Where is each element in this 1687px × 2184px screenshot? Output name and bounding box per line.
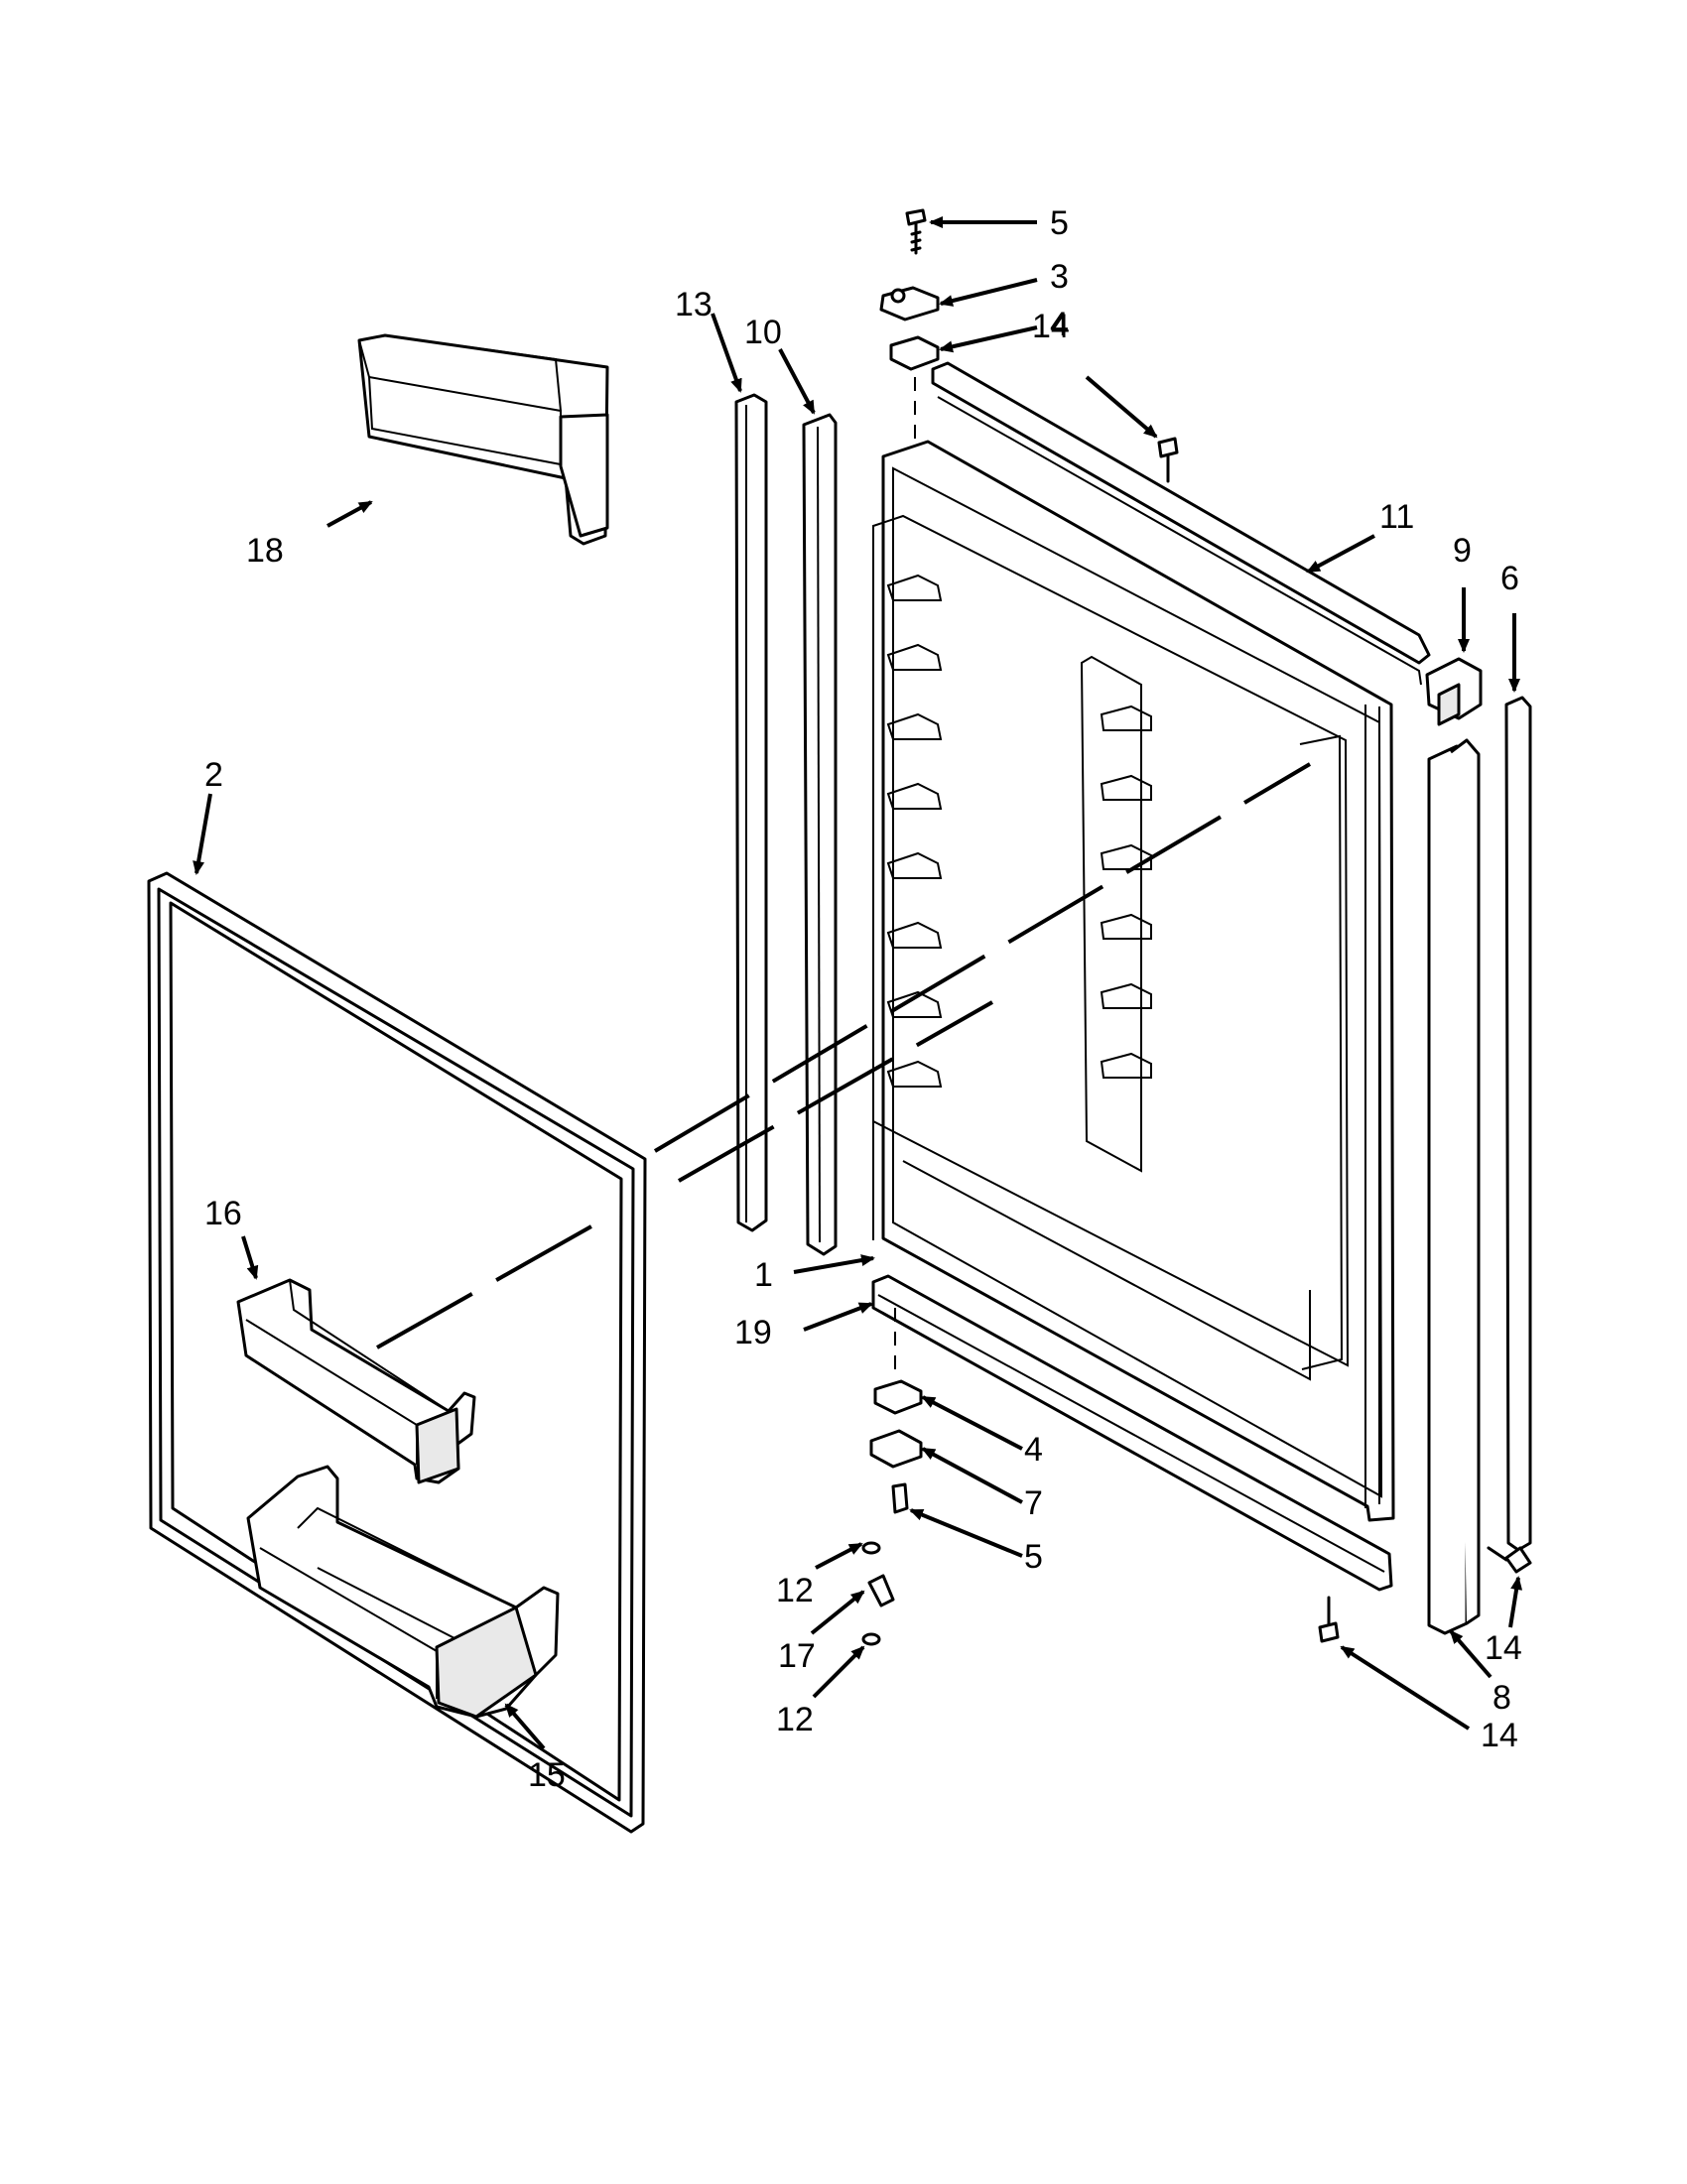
callout-8: 9 <box>1453 532 1472 570</box>
callout-14-bottom: 14 <box>1481 1717 1518 1754</box>
part-14-screws <box>1157 437 1532 1643</box>
part-16-door-shelf <box>236 1278 476 1484</box>
part-5-top-screw <box>905 208 927 226</box>
part-12-washer-lower <box>861 1632 881 1646</box>
callout-19: 19 <box>734 1314 772 1351</box>
callout-14-top: 14 <box>1032 308 1070 345</box>
callout-10: 10 <box>744 314 782 351</box>
part-11-top-channel <box>931 361 1431 686</box>
part-13-trim <box>734 393 768 1232</box>
callout-5-bottom: 5 <box>1024 1538 1043 1576</box>
part-4-bottom-spacer <box>873 1379 923 1415</box>
callout-12-lower: 12 <box>776 1701 814 1738</box>
part-19-bottom-channel <box>871 1274 1393 1592</box>
callout-labels: 5 3 4 14 13 10 11 9 6 18 2 16 15 1 19 4 … <box>204 204 1522 1794</box>
part-17-stop <box>867 1574 895 1607</box>
part-1-door-liner <box>872 440 1395 1522</box>
part-12-washer-upper <box>861 1541 881 1555</box>
callout-2: 2 <box>204 756 223 794</box>
part-8-bracket <box>1425 657 1483 726</box>
callout-9: 8 <box>1492 1679 1511 1717</box>
part-3-top-hinge <box>879 286 940 321</box>
part-9-trim <box>1427 738 1481 1635</box>
liner-shelf-hooks-left <box>886 574 943 1088</box>
callout-6: 6 <box>1500 560 1519 597</box>
assembly-guide-lines <box>376 762 1312 1349</box>
callout-5-top: 5 <box>1050 204 1069 242</box>
callout-1: 1 <box>754 1256 773 1294</box>
callout-4-bottom: 4 <box>1024 1431 1043 1469</box>
callout-17: 17 <box>778 1637 816 1675</box>
part-4-top-spacer <box>889 335 940 371</box>
part-15-door-bin <box>246 1465 560 1719</box>
top-hinge-assembly <box>879 208 940 447</box>
part-10-trim <box>802 413 838 1256</box>
callout-14-right: 14 <box>1485 1629 1522 1667</box>
callout-3: 3 <box>1050 258 1069 296</box>
callout-7: 7 <box>1024 1484 1043 1522</box>
callout-4-top: 4 <box>1050 306 1069 343</box>
callout-16: 16 <box>204 1195 242 1232</box>
bottom-hinge-assembly <box>861 1308 923 1646</box>
callout-arrows <box>193 216 1523 1750</box>
liner-center-rail <box>1080 655 1152 1173</box>
callout-11: 11 <box>1379 498 1414 536</box>
part-18-bin-cover <box>357 333 609 546</box>
callout-18: 18 <box>246 532 284 570</box>
callout-12-upper: 12 <box>776 1572 814 1609</box>
part-5-bottom-screw <box>891 1482 909 1514</box>
part-2-door-gasket <box>147 871 647 1834</box>
callout-15: 15 <box>528 1756 566 1794</box>
callout-13: 13 <box>675 286 713 323</box>
part-7-bottom-hinge <box>869 1429 923 1469</box>
part-6-trim <box>1504 696 1532 1552</box>
